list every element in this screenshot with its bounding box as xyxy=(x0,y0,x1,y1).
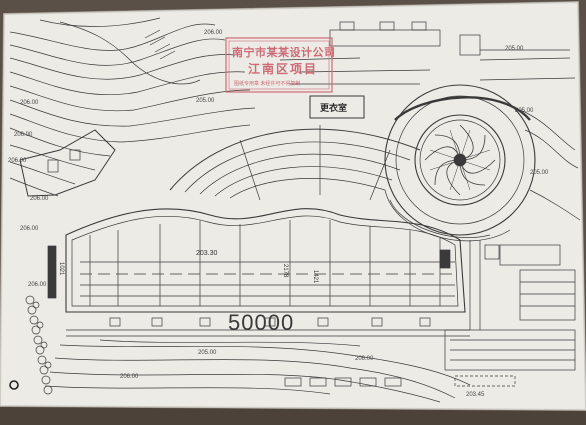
elevation-label: 206.00 xyxy=(20,226,39,232)
pool-elevation-label: 203.30 xyxy=(196,250,218,257)
mid-dimension: 2178 xyxy=(282,264,288,278)
stamp-line3: 图纸专用章 未经许可不得复制 xyxy=(234,81,301,87)
registration-mark xyxy=(9,380,19,390)
elevation-label: 206.00 xyxy=(355,356,374,362)
mid-dimension-2: 1421 xyxy=(312,270,318,284)
elevation-label: 206.00 xyxy=(8,158,27,164)
elevation-label: 205.00 xyxy=(530,170,549,176)
elevation-label: 206.00 xyxy=(204,30,223,36)
elevation-label: 205.00 xyxy=(198,350,217,356)
left-dimension: 1021 xyxy=(58,262,64,276)
stamp-border xyxy=(225,37,333,93)
pool-length-label: 50000 xyxy=(228,310,295,335)
elevation-label: 206.00 xyxy=(120,374,139,380)
elevation-label: 206.00 xyxy=(14,132,33,138)
elevation-label: 203.45 xyxy=(466,392,485,398)
fountain-pattern xyxy=(424,124,496,196)
elevation-label: 205.00 xyxy=(515,108,534,114)
elevation-label: 205.00 xyxy=(196,98,215,104)
elevation-label: 206.00 xyxy=(30,196,49,202)
elevation-label: 206.00 xyxy=(28,282,47,288)
drawing-linework xyxy=(9,17,581,403)
stamp-line2: 江南区项目 xyxy=(248,62,319,76)
elevation-label: 205.00 xyxy=(505,46,524,52)
paper-sheet xyxy=(0,2,586,410)
stamp-line1: 南宁市某某设计公司 xyxy=(232,47,336,59)
room-label: 更衣室 xyxy=(320,103,348,113)
elevation-label: 206.00 xyxy=(20,100,39,106)
